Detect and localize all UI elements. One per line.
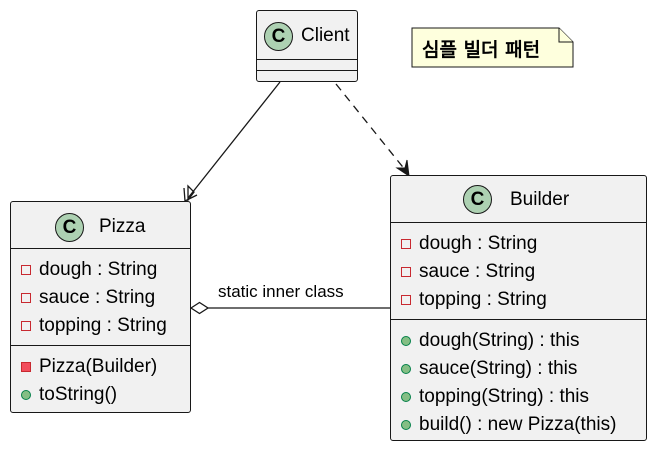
pizza-method: toString() [21, 381, 190, 409]
pizza-class-name: Pizza [99, 216, 146, 237]
builder-method-text: build() : new Pizza(this) [419, 414, 617, 435]
pizza-methods-divider [11, 345, 190, 346]
builder-method: build() : new Pizza(this) [401, 411, 646, 439]
client-class: C Client [256, 10, 358, 82]
builder-class-name: Builder [510, 189, 570, 210]
pizza-method: Pizza(Builder) [21, 353, 190, 381]
pizza-field: sauce : String [21, 284, 190, 312]
builder-method-text: sauce(String) : this [419, 358, 578, 379]
client-builder-dependency [335, 83, 407, 172]
builder-fields-divider [391, 222, 646, 223]
private-field-icon [401, 239, 411, 249]
note: 심플 빌더 패턴 [412, 28, 573, 67]
builder-field-text: sauce : String [419, 261, 536, 282]
pizza-field: topping : String [21, 312, 190, 340]
pizza-class: C Pizza dough : String sauce : String to… [10, 201, 191, 413]
pizza-stereotype-icon: C [55, 213, 84, 242]
builder-field: dough : String [401, 230, 646, 258]
private-field-icon [401, 295, 411, 305]
note-text: 심플 빌더 패턴 [422, 39, 541, 61]
builder-class: C Builder dough : String sauce : String … [390, 175, 647, 441]
builder-fields: dough : String sauce : String topping : … [391, 223, 646, 319]
builder-method-text: topping(String) : this [419, 386, 590, 407]
pizza-field-text: dough : String [39, 259, 158, 280]
builder-method: dough(String) : this [401, 327, 646, 355]
pizza-method-text: Pizza(Builder) [39, 356, 158, 377]
client-stereotype-icon: C [264, 22, 293, 51]
builder-field-text: topping : String [419, 289, 547, 310]
private-method-icon [21, 362, 31, 372]
client-builder-arrowhead [395, 159, 410, 178]
pizza-fields-divider [11, 248, 190, 249]
public-method-icon [401, 364, 411, 374]
client-pizza-arrowhead [187, 184, 195, 202]
builder-method-text: dough(String) : this [419, 330, 580, 351]
pizza-field: dough : String [21, 256, 190, 284]
builder-method: sauce(String) : this [401, 355, 646, 383]
private-field-icon [21, 321, 31, 331]
note-shape [411, 27, 574, 68]
public-method-icon [21, 390, 31, 400]
public-method-icon [401, 420, 411, 430]
pizza-field-text: topping : String [39, 315, 167, 336]
builder-methods-divider [391, 319, 646, 320]
client-class-name: Client [301, 25, 350, 46]
builder-stereotype-icon: C [463, 185, 492, 214]
private-field-icon [401, 267, 411, 277]
pizza-methods: Pizza(Builder) toString() [11, 346, 190, 409]
public-method-icon [401, 336, 411, 346]
client-fields-divider [257, 59, 357, 60]
pizza-field-text: sauce : String [39, 287, 156, 308]
private-field-icon [21, 293, 31, 303]
client-methods-divider [257, 70, 357, 71]
note-fold [558, 28, 573, 43]
builder-field-text: dough : String [419, 233, 538, 254]
builder-method: topping(String) : this [401, 383, 646, 411]
public-method-icon [401, 392, 411, 402]
relation-label: static inner class [218, 282, 344, 301]
builder-field: sauce : String [401, 258, 646, 286]
builder-field: topping : String [401, 286, 646, 314]
aggregation-diamond [189, 301, 210, 315]
private-field-icon [21, 265, 31, 275]
pizza-method-text: toString() [39, 384, 118, 405]
client-pizza-association [187, 81, 281, 199]
builder-methods: dough(String) : this sauce(String) : thi… [391, 320, 646, 439]
pizza-fields: dough : String sauce : String topping : … [11, 249, 190, 345]
